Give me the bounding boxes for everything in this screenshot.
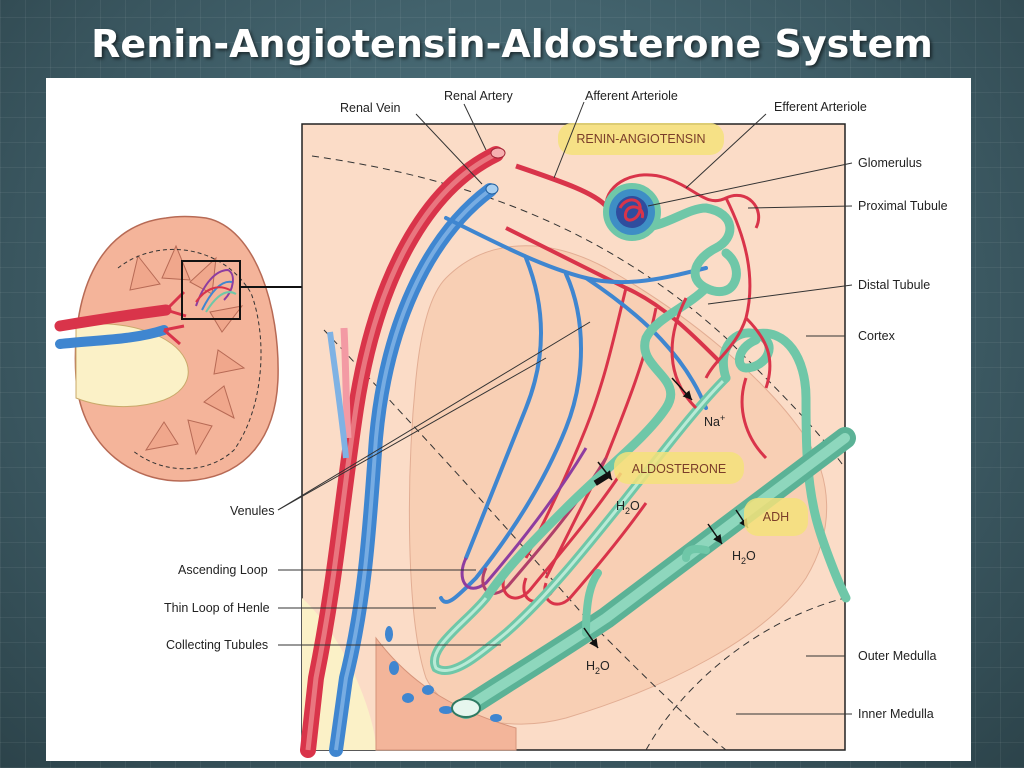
loop-lumen: [432, 376, 728, 673]
kidney-overview: [54, 215, 302, 482]
water-arrow: [583, 627, 599, 649]
water-annotation-1: H2O: [616, 499, 640, 516]
zoom-box: [181, 260, 241, 320]
water-arrow: [597, 461, 613, 481]
label-afferent-arteriole: Afferent Arteriole: [585, 89, 678, 103]
renin-angiotensin-label: RENIN-ANGIOTENSIN: [576, 132, 705, 146]
duct-branch: [682, 545, 710, 562]
collecting-duct-opening: [451, 698, 481, 718]
glomerulus: [603, 183, 661, 241]
highlight-renin-angiotensin: RENIN-ANGIOTENSIN: [558, 123, 724, 155]
pyramid: [144, 421, 179, 451]
water-arrow: [707, 523, 723, 545]
pyramid: [213, 349, 246, 375]
vasa-recta-arterial: [524, 287, 628, 559]
label-proximal-tubule: Proximal Tubule: [858, 199, 948, 213]
mini-nephron: [195, 268, 237, 313]
arcuate-artery: [340, 327, 352, 439]
proximal-tubule: [481, 203, 741, 603]
arcuate-vein: [327, 331, 349, 459]
pyramid: [129, 254, 161, 291]
renal-vein-small: [55, 325, 169, 349]
afferent-arteriole: [515, 163, 608, 208]
label-cortex: Cortex: [858, 329, 896, 343]
aldosterone-label: ALDOSTERONE: [632, 462, 726, 476]
pyramid: [187, 419, 213, 456]
label-outer-medulla: Outer Medulla: [858, 649, 937, 663]
highlight-adh: ADH: [744, 498, 808, 536]
renal-vein-opening: [485, 183, 499, 195]
duct-branch: [582, 569, 602, 637]
outer-medulla-boundary: [323, 329, 727, 751]
figure-panel: RENIN-ANGIOTENSIN ALDOSTERONE ADH Na+ H2…: [46, 78, 971, 761]
highlight-aldosterone: ALDOSTERONE: [614, 452, 744, 484]
label-efferent-arteriole: Efferent Arteriole: [774, 100, 867, 114]
slide-title: Renin-Angiotensin-Aldosterone System: [91, 22, 933, 66]
sodium-arrow: [671, 377, 693, 401]
papilla: [375, 636, 517, 751]
branch-vessels: [163, 290, 187, 346]
venules: [439, 216, 708, 604]
nephron-panel: [300, 123, 856, 758]
peritubular-capillaries: [604, 173, 772, 460]
nephron-diagram: RENIN-ANGIOTENSIN ALDOSTERONE ADH Na+ H2…: [54, 89, 948, 758]
label-glomerulus: Glomerulus: [858, 156, 922, 170]
renal-artery-small: [54, 304, 172, 332]
pyramid: [203, 385, 235, 420]
label-thin-loop: Thin Loop of Henle: [164, 601, 270, 615]
renal-artery-opening: [490, 147, 506, 159]
adh-label: ADH: [763, 510, 789, 524]
label-renal-artery: Renal Artery: [444, 89, 514, 103]
water-annotation-2: H2O: [732, 549, 756, 566]
label-inner-medulla: Inner Medulla: [858, 707, 934, 721]
label-renal-vein: Renal Vein: [340, 101, 401, 115]
label-distal-tubule: Distal Tubule: [858, 278, 930, 292]
label-collecting-tubules: Collecting Tubules: [166, 638, 268, 652]
water-annotation-3: H2O: [586, 659, 610, 676]
label-venules: Venules: [230, 504, 274, 518]
label-ascending-loop: Ascending Loop: [178, 563, 268, 577]
leader-lines: [277, 101, 853, 715]
sodium-annotation: Na+: [704, 413, 725, 429]
